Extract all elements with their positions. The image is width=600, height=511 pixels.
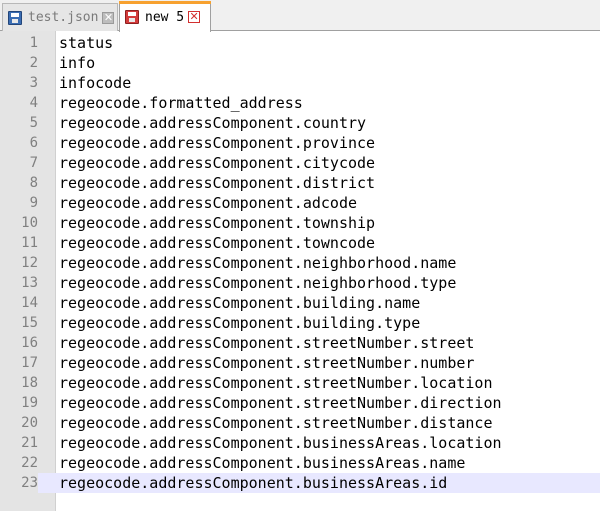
editor-lines[interactable]: 1 status 2 info 3 infocode 4 regeocode.formatte…	[0, 33, 600, 493]
code-line[interactable]: 1 status	[0, 33, 600, 53]
code-line[interactable]: 14 regeocode.addressComponent.building.na…	[0, 293, 600, 313]
line-text[interactable]: regeocode.addressComponent.citycode	[59, 154, 376, 172]
line-text[interactable]: regeocode.addressComponent.towncode	[59, 234, 376, 252]
line-number: 21	[21, 435, 38, 451]
line-number: 19	[21, 395, 38, 411]
save-icon	[125, 10, 139, 24]
tab-label: test.json	[28, 10, 99, 25]
tab-test-json[interactable]: test.json ✕	[2, 3, 118, 31]
code-line[interactable]: 17 regeocode.addressComponent.streetNumbe…	[0, 353, 600, 373]
line-number: 1	[29, 35, 38, 51]
line-number: 18	[21, 375, 38, 391]
code-line[interactable]: 10 regeocode.addressComponent.township	[0, 213, 600, 233]
text-editor[interactable]: 1 status 2 info 3 infocode 4 regeocode.formatte…	[0, 31, 600, 511]
save-icon	[8, 10, 22, 25]
line-text[interactable]: regeocode.formatted_address	[59, 94, 303, 112]
code-line[interactable]: 4 regeocode.formatted_address	[0, 93, 600, 113]
line-number: 13	[21, 275, 38, 291]
current-line[interactable]: 23 regeocode.addressComponent.businessAre…	[0, 473, 600, 493]
close-icon[interactable]: ✕	[188, 10, 201, 23]
code-line[interactable]: 2 info	[0, 53, 600, 73]
line-number: 11	[21, 235, 38, 251]
line-number: 14	[21, 295, 38, 311]
tab-new-5[interactable]: new 5 ✕	[119, 1, 211, 32]
tab-label: new 5	[145, 9, 185, 25]
line-text[interactable]: regeocode.addressComponent.businessAreas…	[59, 434, 502, 452]
line-number: 2	[29, 55, 38, 71]
code-line[interactable]: 6 regeocode.addressComponent.province	[0, 133, 600, 153]
line-text[interactable]: regeocode.addressComponent.streetNumber.…	[59, 334, 475, 352]
line-number: 16	[21, 335, 38, 351]
line-text[interactable]: status	[59, 34, 114, 52]
code-line[interactable]: 19 regeocode.addressComponent.streetNumbe…	[0, 393, 600, 413]
line-text[interactable]: regeocode.addressComponent.neighborhood.…	[59, 274, 457, 292]
line-text[interactable]: regeocode.addressComponent.streetNumber.…	[59, 354, 475, 372]
code-line[interactable]: 8 regeocode.addressComponent.district	[0, 173, 600, 193]
line-text[interactable]: regeocode.addressComponent.businessAreas…	[59, 454, 466, 472]
line-number: 12	[21, 255, 38, 271]
code-line[interactable]: 22 regeocode.addressComponent.businessAre…	[0, 453, 600, 473]
line-number: 10	[21, 215, 38, 231]
line-number: 9	[29, 195, 38, 211]
line-number-gutter	[0, 31, 56, 511]
code-line[interactable]: 11 regeocode.addressComponent.towncode	[0, 233, 600, 253]
code-line[interactable]: 12 regeocode.addressComponent.neighborhoo…	[0, 253, 600, 273]
code-line[interactable]: 16 regeocode.addressComponent.streetNumbe…	[0, 333, 600, 353]
line-text[interactable]: regeocode.addressComponent.district	[59, 174, 376, 192]
line-number: 5	[29, 115, 38, 131]
line-number: 8	[29, 175, 38, 191]
line-number: 6	[29, 135, 38, 151]
line-text[interactable]: regeocode.addressComponent.township	[59, 214, 376, 232]
line-text[interactable]: regeocode.addressComponent.neighborhood.…	[59, 254, 457, 272]
code-line[interactable]: 18 regeocode.addressComponent.streetNumbe…	[0, 373, 600, 393]
code-line[interactable]: 13 regeocode.addressComponent.neighborhoo…	[0, 273, 600, 293]
line-number: 7	[29, 155, 38, 171]
code-line[interactable]: 15 regeocode.addressComponent.building.ty…	[0, 313, 600, 333]
code-line[interactable]: 5 regeocode.addressComponent.country	[0, 113, 600, 133]
line-text[interactable]: regeocode.addressComponent.adcode	[59, 194, 358, 212]
line-text[interactable]: regeocode.addressComponent.streetNumber.…	[59, 414, 493, 432]
line-text[interactable]: info	[59, 54, 96, 72]
line-number: 23	[0, 473, 38, 493]
line-number: 15	[21, 315, 38, 331]
line-number: 17	[21, 355, 38, 371]
line-number: 20	[21, 415, 38, 431]
code-line[interactable]: 20 regeocode.addressComponent.streetNumbe…	[0, 413, 600, 433]
line-text[interactable]: regeocode.addressComponent.building.type	[59, 314, 421, 332]
code-line[interactable]: 7 regeocode.addressComponent.citycode	[0, 153, 600, 173]
line-text[interactable]: infocode	[59, 74, 132, 92]
line-text[interactable]: regeocode.addressComponent.building.name	[59, 294, 421, 312]
line-text[interactable]: regeocode.addressComponent.streetNumber.…	[59, 374, 493, 392]
line-number: 3	[29, 75, 38, 91]
code-line[interactable]: 9 regeocode.addressComponent.adcode	[0, 193, 600, 213]
tab-bar: test.json ✕ new 5 ✕	[0, 0, 600, 32]
code-line[interactable]: 3 infocode	[0, 73, 600, 93]
line-text[interactable]: regeocode.addressComponent.province	[59, 134, 376, 152]
line-number: 4	[29, 95, 38, 111]
close-icon[interactable]: ✕	[102, 10, 115, 24]
line-text[interactable]: regeocode.addressComponent.businessAreas…	[59, 474, 448, 492]
line-text[interactable]: regeocode.addressComponent.streetNumber.…	[59, 394, 502, 412]
line-text[interactable]: regeocode.addressComponent.country	[59, 114, 367, 132]
code-line[interactable]: 21 regeocode.addressComponent.businessAre…	[0, 433, 600, 453]
line-number: 22	[21, 455, 38, 471]
